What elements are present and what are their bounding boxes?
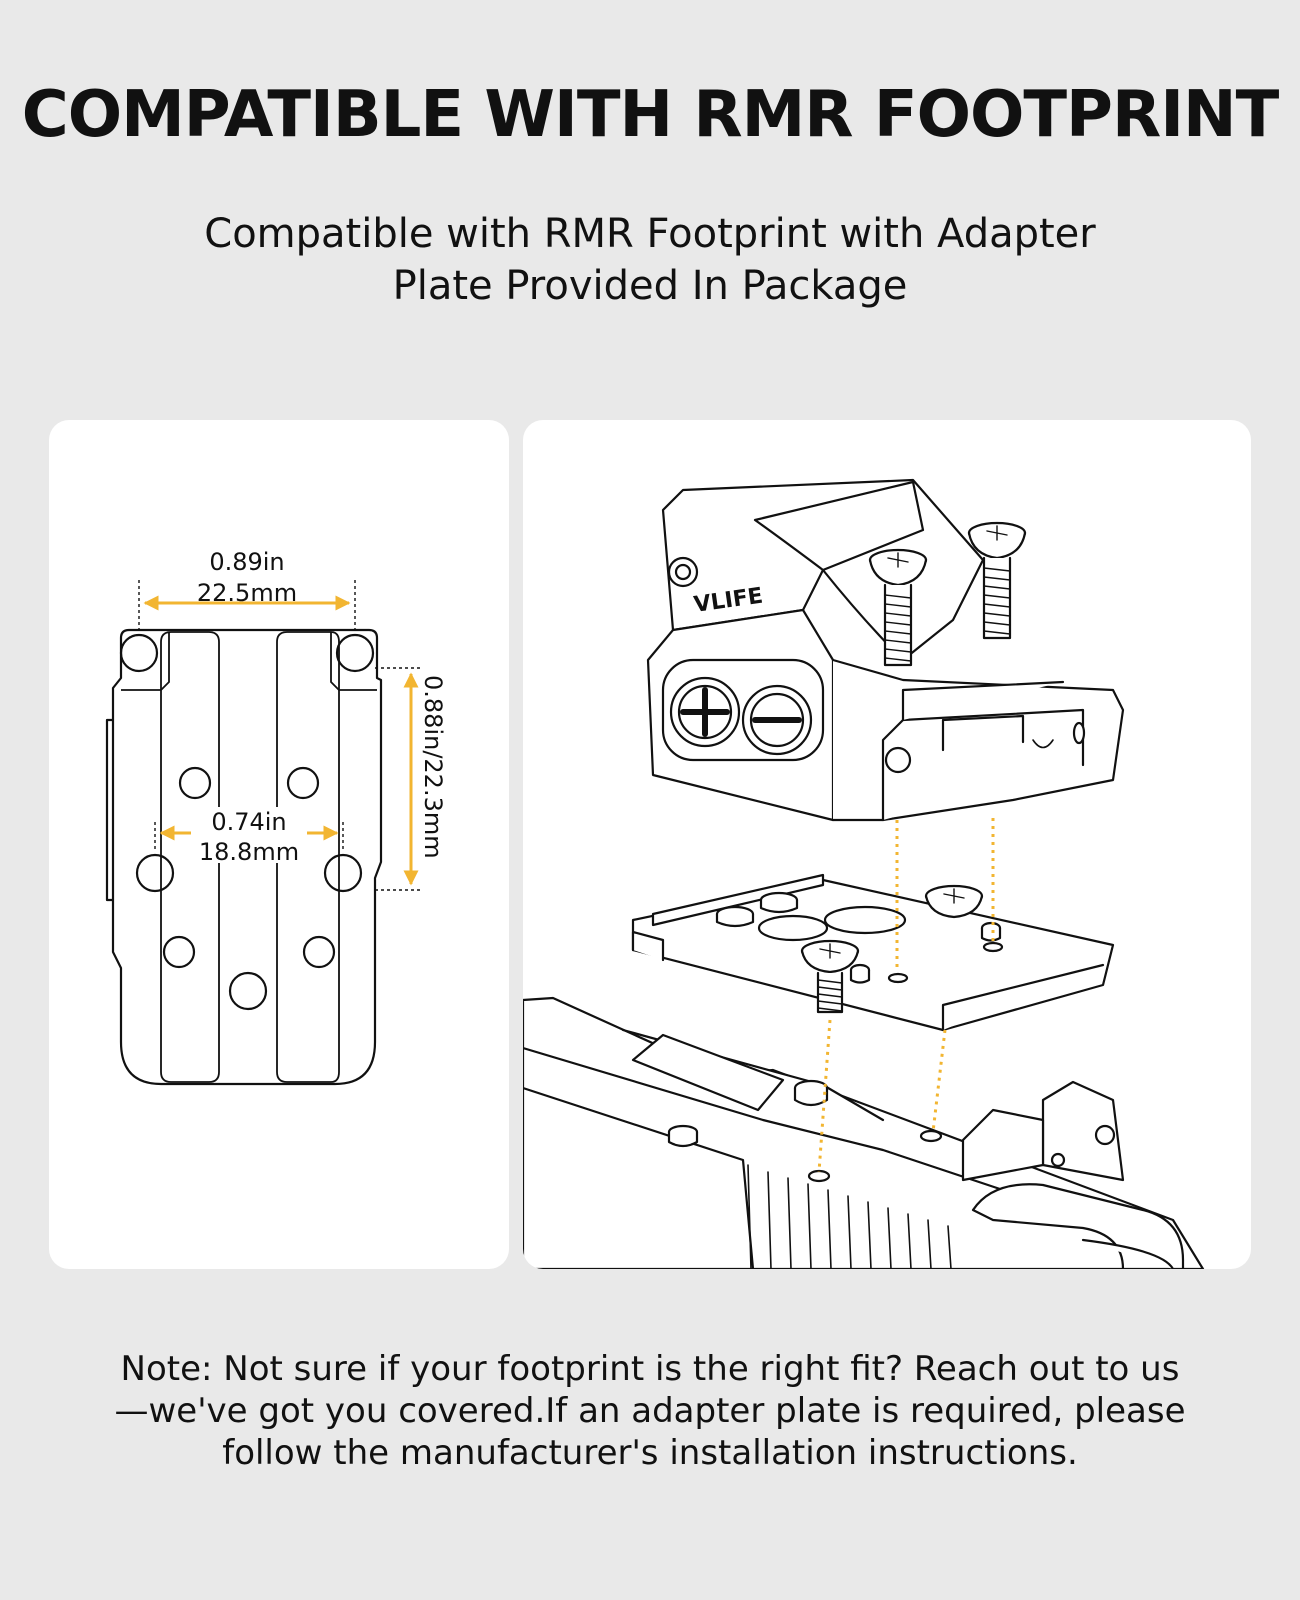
alignment-guides	[817, 818, 995, 1173]
pistol-slide	[523, 996, 1205, 1269]
subtitle-line-2: Plate Provided In Package	[392, 263, 908, 309]
footprint-diagram-panel: 0.89in 22.5mm 0.74in 18.8mm 0.88in/22.3m…	[49, 420, 509, 1269]
corner-hole-left	[119, 633, 159, 673]
red-dot-optic	[646, 478, 1125, 822]
footprint-diagram: 0.89in 22.5mm 0.74in 18.8mm 0.88in/22.3m…	[105, 548, 447, 1086]
corner-hole-right	[335, 633, 375, 673]
exploded-view-illustration: VLIFE	[523, 478, 1205, 1269]
plate-screw-right	[924, 884, 984, 919]
inner-width-label-mm: 18.8mm	[199, 838, 299, 866]
mount-hole-left	[135, 853, 175, 893]
width-label-in: 0.89in	[209, 548, 284, 576]
exploded-view-panel: VLIFE	[523, 420, 1251, 1269]
note-line-1: Note: Not sure if your footprint is the …	[120, 1349, 1180, 1389]
page-title: COMPATIBLE WITH RMR FOOTPRINT	[21, 78, 1280, 152]
mount-hole-right	[323, 853, 363, 893]
adapter-plate	[631, 873, 1115, 1032]
plate-screw-left	[800, 939, 860, 1014]
optic-screw-left	[868, 548, 928, 667]
page-subtitle: Compatible with RMR Footprint with Adapt…	[150, 208, 1150, 312]
note-line-2: —we've got you covered.If an adapter pla…	[114, 1391, 1186, 1431]
inner-width-label-in: 0.74in	[211, 808, 286, 836]
note-line-3: follow the manufacturer's installation i…	[222, 1433, 1078, 1473]
installation-note: Note: Not sure if your footprint is the …	[90, 1348, 1210, 1474]
subtitle-line-1: Compatible with RMR Footprint with Adapt…	[204, 211, 1096, 257]
windage-elevation-turrets	[661, 658, 825, 762]
width-label-mm: 22.5mm	[197, 579, 297, 607]
height-label: 0.88in/22.3mm	[419, 675, 447, 859]
footprint-outline	[111, 628, 383, 1086]
optic-screw-right	[967, 521, 1027, 640]
